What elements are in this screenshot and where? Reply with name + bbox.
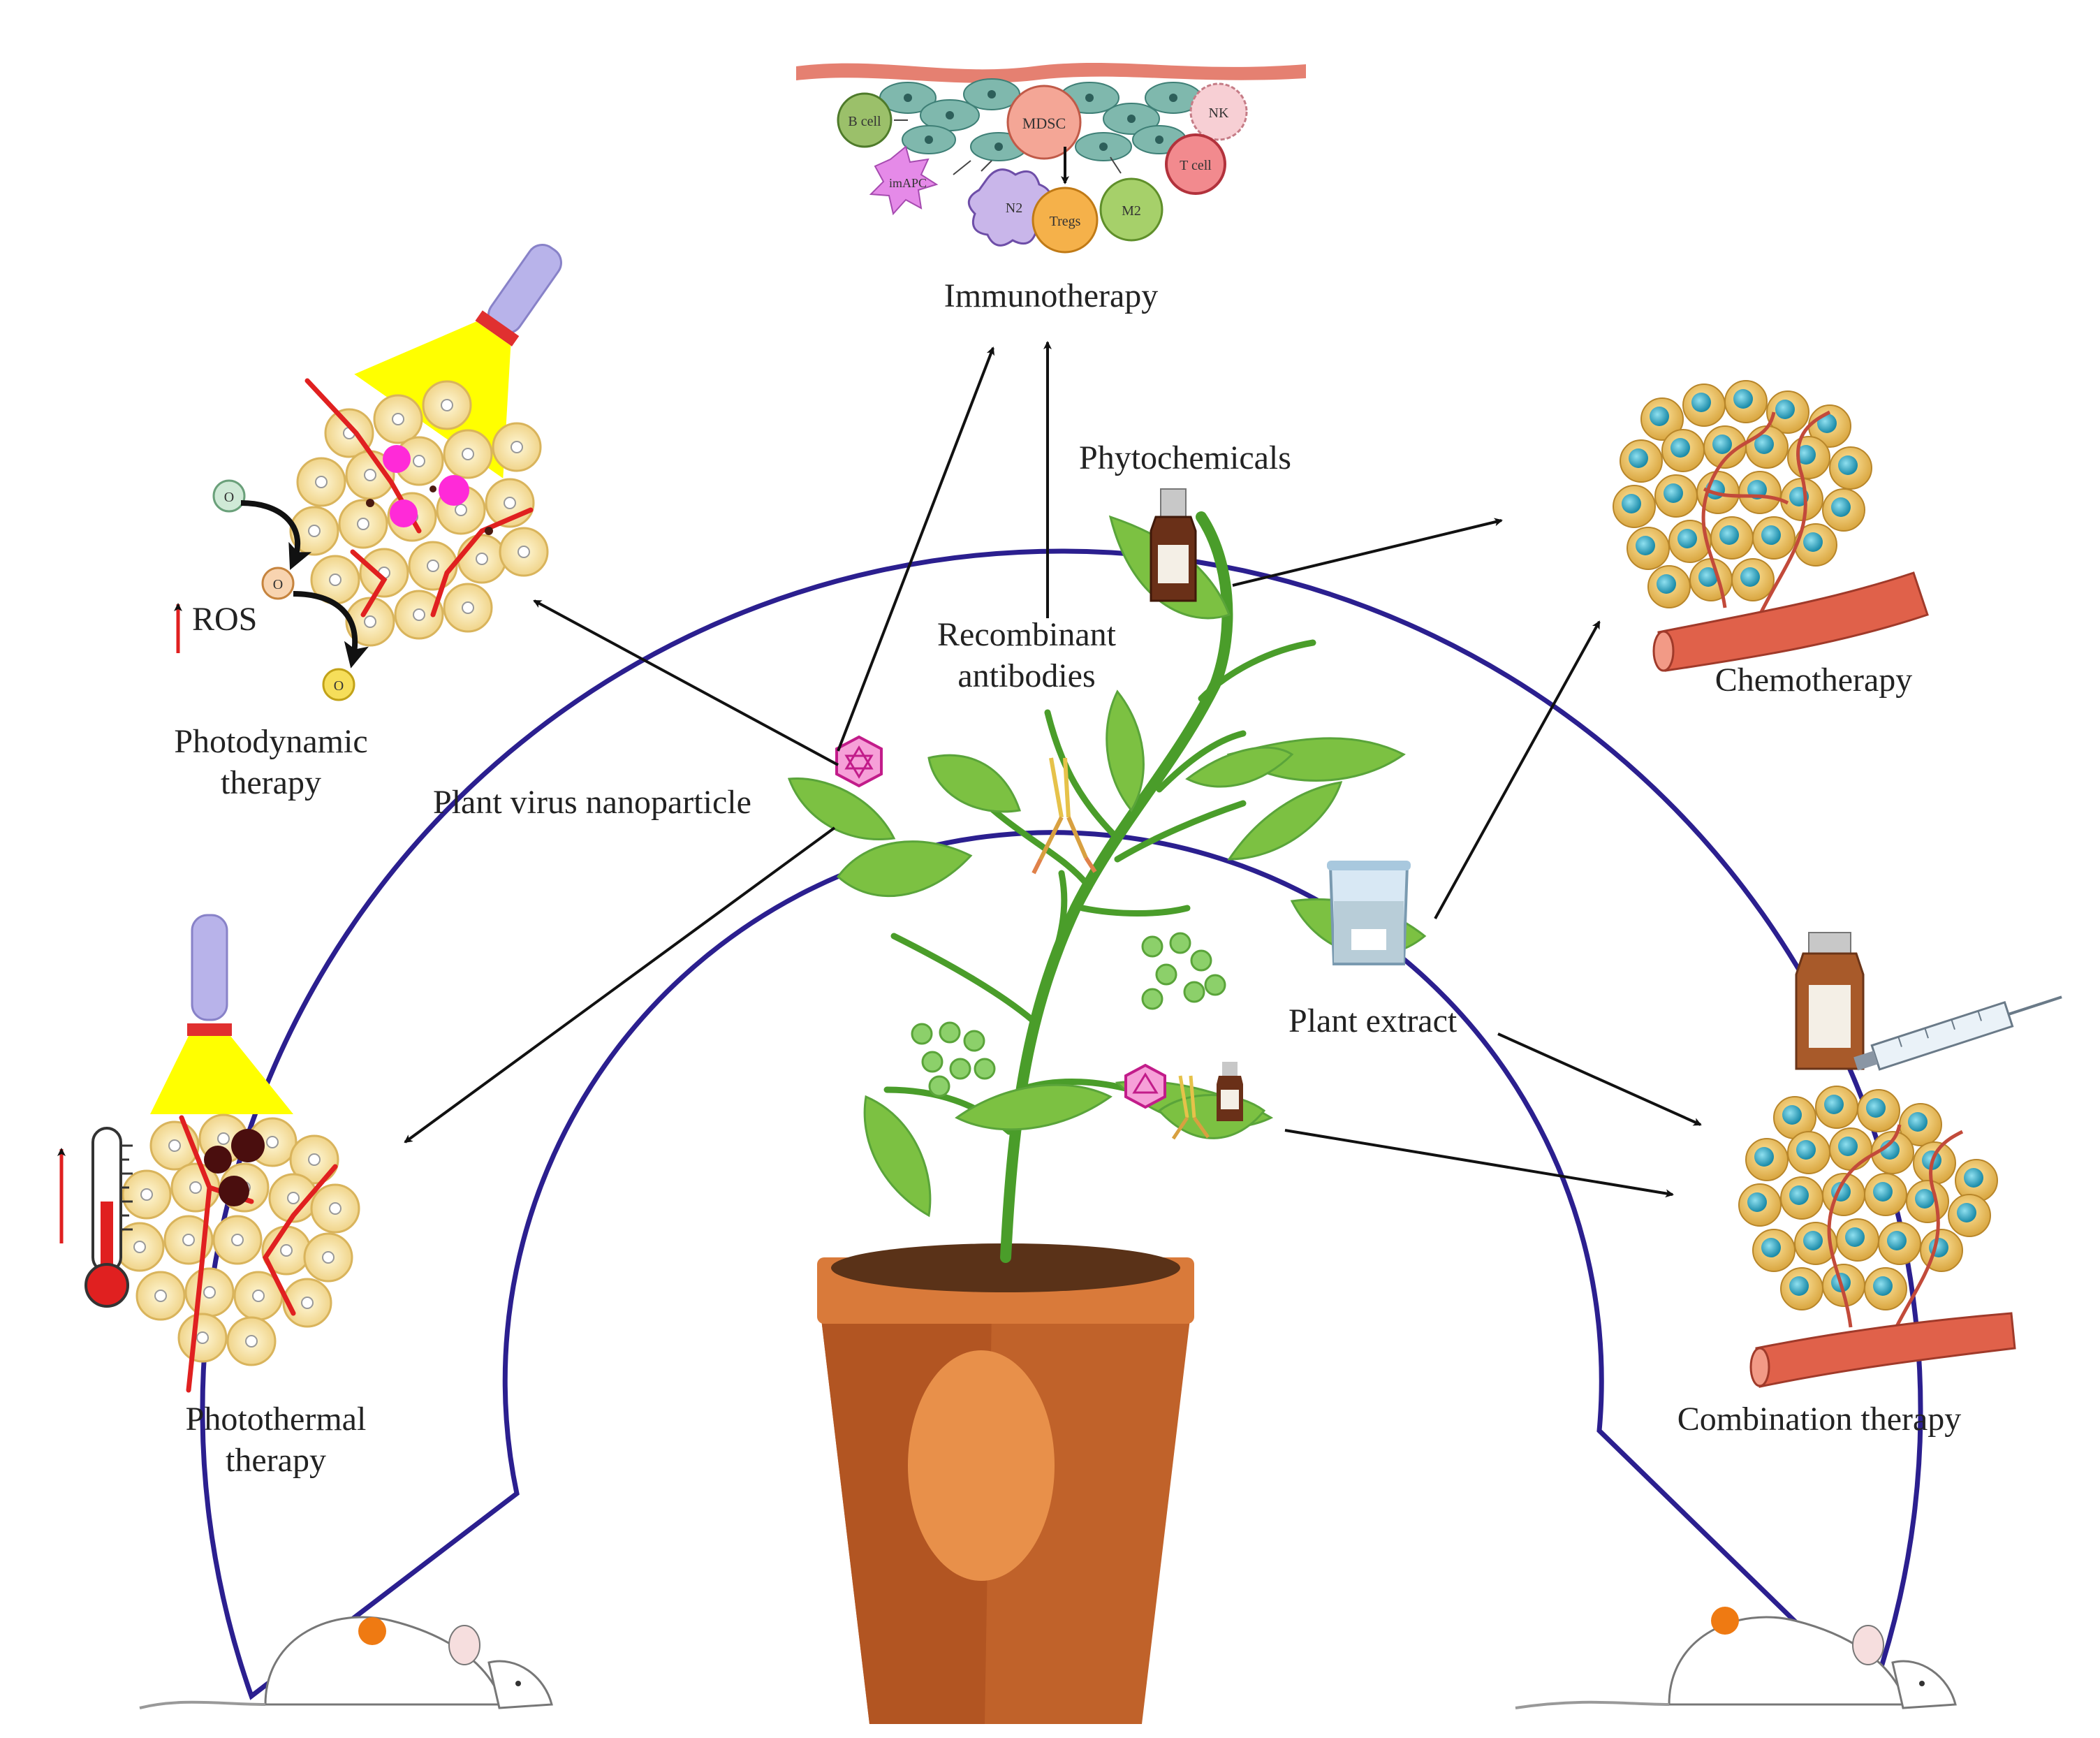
photodynamic-label-line1: Photodynamic [174,723,368,760]
small-bottle-icon [1217,1062,1243,1121]
virus-nanoparticle-icon-2 [1124,1063,1166,1109]
thermometer-icon [85,1127,133,1308]
photodynamic-label: Photodynamic therapy [174,722,367,803]
plant-extract-label: Plant extract [1288,1002,1457,1039]
recombinant-label-line1: Recombinant [937,616,1116,653]
immunotherapy-label: Immunotherapy [943,277,1159,314]
connector-arrows [404,341,1702,1198]
m2-cell [1099,177,1163,242]
mouse-illustration-left [139,1616,553,1709]
b-cell-label: B cell [848,114,881,129]
chemotherapy-label: Chemotherapy [1714,662,1913,699]
plant-pot [817,1243,1194,1724]
vial-icon [1795,932,1865,1070]
plant-virus-nanoparticle-label: Plant virus nanoparticle [433,784,751,821]
recombinant-antibodies-label: Recombinant antibodies [937,615,1116,696]
photothermal-illustration [57,914,360,1393]
b-cell [837,92,893,148]
tregs-cell [1031,187,1099,254]
svg-text:O: O [224,490,234,505]
photodynamic-illustration: O O O [174,244,562,701]
oxygen-singlet [322,668,355,701]
svg-text:O: O [273,577,283,592]
photothermal-label-line1: Photothermal [185,1401,367,1438]
antibody-icon-2 [1171,1075,1210,1140]
blood-vessel [1657,571,1929,672]
ros-label: ROS [192,601,258,638]
berry-cluster-1 [1141,932,1226,1010]
mdsc-cell [1006,85,1082,160]
photothermal-label: Photothermal therapy [186,1399,367,1481]
t-cell [1165,133,1226,195]
blood-vessel-2 [1755,1312,2016,1388]
photodynamic-label-line2: therapy [221,764,321,801]
immunotherapy-illustration: MDSC B cell NK T cell imAPC N2 Tregs M2 [796,63,1306,254]
chemotherapy-illustration [1613,380,1929,672]
oxygen-ground-state [212,479,246,513]
antibody-icon [1031,757,1097,875]
therapy-arc-outline [200,548,1923,1701]
nk-cell [1189,82,1248,141]
mouse-illustration-right [1515,1607,1957,1709]
combination-therapy-label: Combination therapy [1677,1401,1962,1438]
beaker-icon [1327,861,1411,965]
imapc-cell [869,145,939,216]
n2-label: N2 [1006,200,1022,216]
recombinant-label-line2: antibodies [957,657,1096,694]
plant-illustration [787,488,1427,1724]
tregs-label: Tregs [1050,214,1081,229]
combination-therapy-illustration [1738,932,2062,1388]
oxygen-triplet [261,567,295,600]
syringe-icon [1853,995,2062,1071]
m2-label: M2 [1122,203,1141,219]
t-cell-label: T cell [1180,158,1212,173]
photothermal-label-line2: therapy [226,1441,326,1479]
svg-text:O: O [334,678,344,694]
mdsc-label: MDSC [1022,115,1066,132]
berry-cluster-2 [911,1021,996,1097]
virus-nanoparticle-icon [835,735,883,788]
phytochemical-bottle-icon [1150,488,1197,602]
imapc-label: imAPC [889,176,927,190]
nk-label: NK [1209,105,1229,121]
phytochemicals-label: Phytochemicals [1079,439,1291,476]
